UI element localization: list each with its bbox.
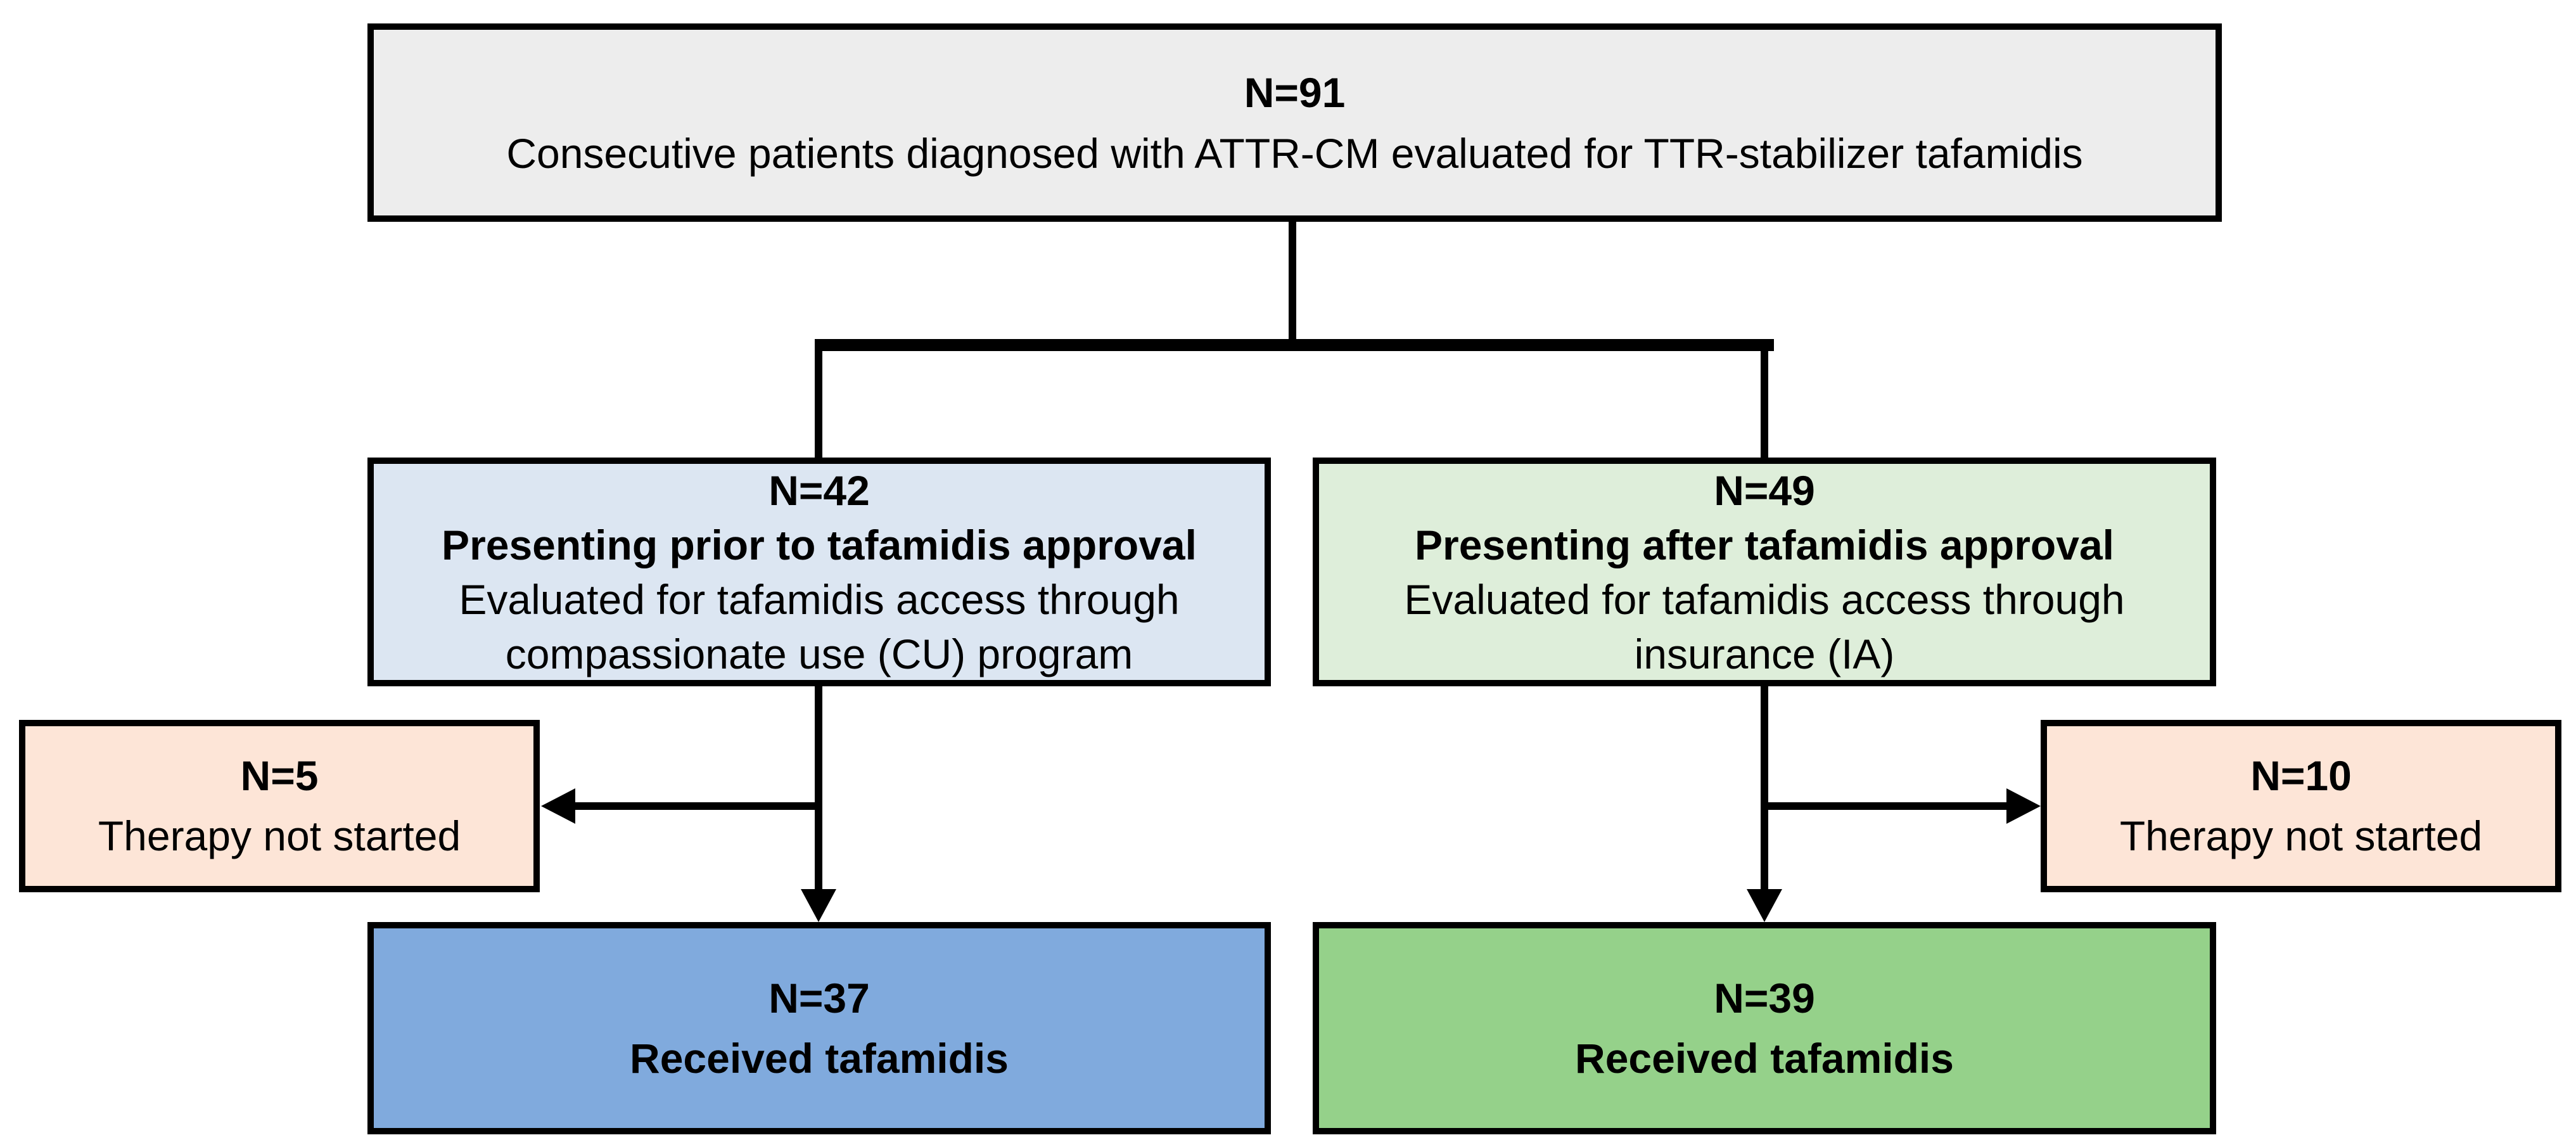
arrowhead-down-into-received-ia bbox=[1747, 889, 1782, 922]
node-received-tafamidis-cu: N=37 Received tafamidis bbox=[367, 922, 1271, 1134]
connector-after-to-not-started bbox=[1761, 802, 2014, 810]
node-therapy-not-started-cu: N=5 Therapy not started bbox=[19, 720, 540, 892]
node-presenting-prior-approval: N=42 Presenting prior to tafamidis appro… bbox=[367, 458, 1271, 686]
node-recv-ia-count: N=39 bbox=[1714, 974, 1815, 1022]
connector-prior-to-not-started bbox=[575, 802, 822, 810]
node-presenting-after-approval: N=49 Presenting after tafamidis approval… bbox=[1313, 458, 2216, 686]
node-total-count: N=91 bbox=[1244, 68, 1346, 116]
node-total-description: Consecutive patients diagnosed with ATTR… bbox=[506, 129, 2083, 177]
connector-prior-to-received bbox=[815, 681, 822, 892]
node-after-count: N=49 bbox=[1714, 466, 1815, 514]
node-ns-cu-label: Therapy not started bbox=[98, 812, 461, 859]
arrowhead-left-into-not-started-cu bbox=[541, 788, 575, 824]
node-ns-ia-count: N=10 bbox=[2250, 752, 2352, 799]
node-recv-cu-label: Received tafamidis bbox=[630, 1034, 1009, 1082]
connector-branch-bar bbox=[815, 339, 1774, 351]
node-recv-ia-label: Received tafamidis bbox=[1575, 1034, 1954, 1082]
arrowhead-down-into-received-cu bbox=[801, 889, 836, 922]
node-total-patients: N=91 Consecutive patients diagnosed with… bbox=[367, 23, 2222, 222]
connector-bar-to-prior bbox=[815, 345, 822, 463]
node-after-heading: Presenting after tafamidis approval bbox=[1415, 521, 2114, 568]
node-ns-ia-label: Therapy not started bbox=[2119, 812, 2483, 859]
node-after-detail: Evaluated for tafamidis access through i… bbox=[1404, 575, 2125, 677]
node-prior-heading: Presenting prior to tafamidis approval bbox=[442, 521, 1197, 568]
arrowhead-right-into-not-started-ia bbox=[2006, 788, 2041, 824]
node-ns-cu-count: N=5 bbox=[240, 752, 319, 799]
node-therapy-not-started-ia: N=10 Therapy not started bbox=[2041, 720, 2561, 892]
node-recv-cu-count: N=37 bbox=[768, 974, 870, 1022]
node-prior-detail: Evaluated for tafamidis access through c… bbox=[459, 575, 1180, 677]
connector-total-to-branch-bar bbox=[1289, 219, 1296, 345]
node-received-tafamidis-ia: N=39 Received tafamidis bbox=[1313, 922, 2216, 1134]
connector-after-to-received bbox=[1761, 681, 1768, 892]
node-prior-count: N=42 bbox=[768, 466, 870, 514]
connector-bar-to-after bbox=[1761, 345, 1768, 463]
